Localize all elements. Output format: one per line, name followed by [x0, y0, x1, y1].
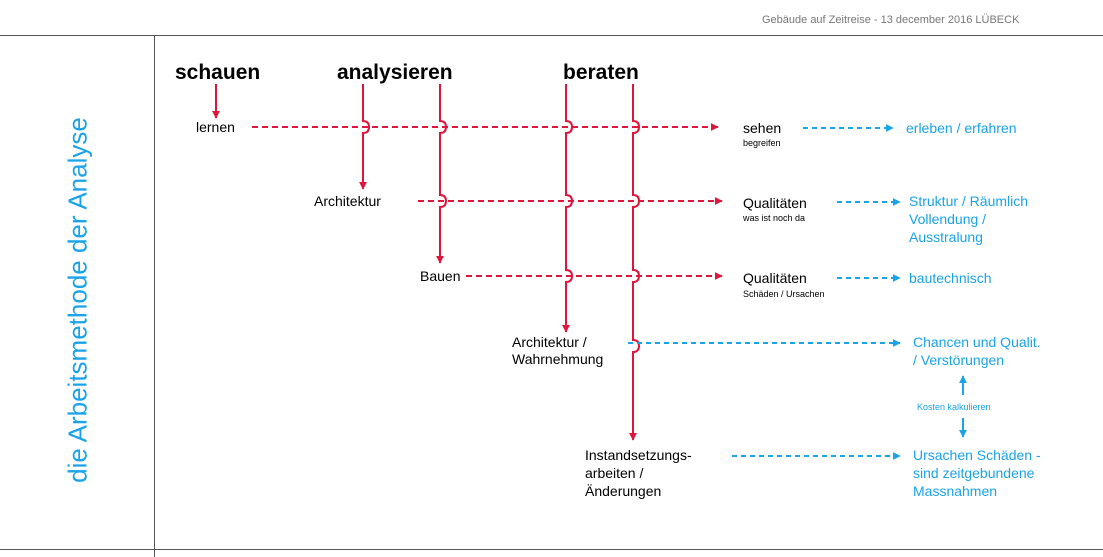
outcome-ursachen-3: Massnahmen [913, 483, 998, 499]
outcome-ursachen-2: sind zeitgebundene [913, 465, 1035, 481]
node-architektur: Architektur [314, 193, 381, 209]
result-qualitaeten-1-sub: was ist noch da [743, 213, 806, 223]
node-instandsetzung-2: arbeiten / [585, 465, 644, 481]
arrow-analysieren-architektur [359, 84, 371, 190]
node-architektur-wahrnehmung-2: Wahrnehmung [512, 351, 604, 367]
result-sehen: sehen [743, 120, 782, 136]
header-text: Gebäude auf Zeitreise - 13 december 2016… [762, 14, 1020, 26]
label-schauen: schauen [175, 61, 261, 84]
node-bauen: Bauen [420, 268, 461, 284]
node-lernen: lernen [196, 119, 235, 135]
arrow-analysieren-bauen [436, 84, 448, 264]
result-qualitaeten-2: Qualitäten [743, 270, 807, 286]
result-sehen-sub: begreifen [743, 138, 781, 148]
outcome-struktur-1: Struktur / Räumlich [909, 193, 1029, 209]
result-qualitaeten-2-sub: Schäden / Ursachen [743, 289, 825, 299]
outcome-bautechnisch: bautechnisch [909, 270, 992, 286]
label-analysieren: analysieren [337, 61, 453, 84]
outcome-struktur-2: Vollendung / [909, 211, 987, 227]
footer-rule [0, 549, 1103, 550]
label-beraten: beraten [563, 61, 639, 84]
node-instandsetzung-3: Änderungen [585, 483, 662, 499]
left-rule [154, 35, 155, 557]
arrow-beraten-instandsetzung [629, 84, 641, 441]
outcome-kosten: Kosten kalkulieren [917, 402, 991, 412]
node-instandsetzung-1: Instandsetzungs- [585, 447, 692, 463]
header-rule [0, 35, 1103, 36]
outcome-chancen-1: Chancen und Qualit. [913, 334, 1041, 350]
node-architektur-wahrnehmung-1: Architektur / [512, 334, 587, 350]
outcome-ursachen-1: Ursachen Schäden - [913, 447, 1041, 463]
arrow-beraten-architektur-wahr [562, 84, 574, 333]
outcome-erleben: erleben / erfahren [906, 120, 1017, 136]
outcome-chancen-2: / Verstörungen [913, 352, 1005, 368]
outcome-struktur-3: Ausstralung [909, 229, 983, 245]
result-qualitaeten-1: Qualitäten [743, 195, 807, 211]
